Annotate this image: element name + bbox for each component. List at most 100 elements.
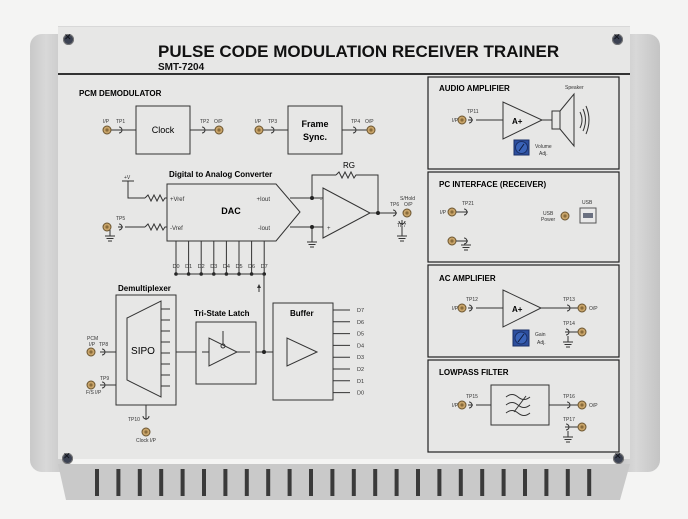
tp3-testpoint[interactable]	[269, 126, 276, 134]
ac-ground-socket[interactable]	[577, 327, 587, 337]
lpf-output-socket[interactable]	[577, 400, 587, 410]
label: Volume	[535, 144, 552, 150]
label: TP9	[100, 376, 109, 382]
frame-sync-label-2: Sync.	[303, 132, 327, 142]
tp5-input-socket[interactable]	[102, 222, 112, 232]
pc-ground-socket[interactable]	[447, 236, 457, 246]
tp12-testpoint[interactable]	[467, 304, 474, 312]
supply-label: +V	[124, 175, 131, 181]
label: Gain	[535, 332, 546, 338]
label: O/P	[404, 202, 413, 208]
tp16-testpoint[interactable]	[565, 401, 572, 409]
vent-slot	[565, 469, 570, 496]
model-number: SMT-7204	[158, 62, 205, 73]
screw-icon	[62, 451, 73, 464]
vent-slot	[116, 469, 121, 496]
latch-title: Tri-State Latch	[194, 309, 250, 318]
clock-block-label: Clock	[152, 125, 175, 135]
tp1-testpoint[interactable]	[117, 126, 124, 134]
tp14-testpoint[interactable]	[564, 328, 571, 336]
tp9-testpoint[interactable]	[100, 381, 107, 389]
vref-neg-label: -Vref	[170, 226, 183, 232]
audio-input-socket[interactable]	[457, 115, 467, 125]
label: O/P	[214, 119, 223, 125]
lpf-ground-socket[interactable]	[577, 422, 587, 432]
label: TP15	[466, 394, 478, 400]
opamp-minus: -	[320, 197, 322, 203]
vent-slot	[523, 469, 527, 496]
label: I/P	[440, 210, 447, 216]
frame-sync-input-socket[interactable]	[254, 125, 264, 135]
tp8-testpoint[interactable]	[100, 348, 107, 356]
vent-slot	[458, 469, 463, 496]
iout-pos-label: +Iout	[256, 197, 270, 203]
label: USB	[543, 211, 554, 217]
amp-label: A+	[512, 305, 523, 314]
demux-title: Demultiplexer	[118, 284, 171, 293]
tp17-testpoint[interactable]	[564, 423, 571, 431]
label: S/Hold	[400, 196, 415, 202]
dac-pin-label: D4	[223, 264, 230, 270]
screw-icon	[63, 32, 74, 45]
buffer-output-label: D7	[357, 308, 364, 314]
tp4-testpoint[interactable]	[351, 126, 358, 134]
tp2-testpoint[interactable]	[200, 126, 207, 134]
tp11-testpoint[interactable]	[467, 116, 474, 124]
section-title-audio-amplifier: AUDIO AMPLIFIER	[439, 84, 510, 93]
speaker-label: Speaker	[565, 85, 584, 91]
label: I/P	[89, 342, 96, 348]
front-panel	[58, 26, 630, 459]
ground-icon	[104, 235, 116, 242]
vent-slot	[416, 469, 420, 496]
vent-slot	[266, 469, 271, 496]
label: I/P	[452, 118, 459, 124]
dac-pin-label: D0	[172, 264, 179, 270]
dac-pin-label: D2	[198, 264, 205, 270]
buffer-output-label: D5	[357, 332, 364, 338]
section-title-pc-interface: PC INTERFACE (RECEIVER)	[439, 180, 546, 189]
label: USB	[582, 200, 593, 206]
ac-output-socket[interactable]	[577, 303, 587, 313]
vent-slot	[480, 469, 485, 496]
label: TP6	[390, 202, 399, 208]
tp5-testpoint[interactable]	[117, 223, 124, 231]
iout-neg-label: -Iout	[258, 226, 270, 232]
vent-slot	[223, 469, 228, 496]
ventilation-grille	[58, 464, 630, 500]
fs-input-socket[interactable]	[86, 380, 96, 390]
ac-input-socket[interactable]	[457, 303, 467, 313]
label: TP1	[116, 119, 125, 125]
pc-input-socket[interactable]	[447, 207, 457, 217]
label: TP11	[467, 109, 479, 115]
buffer-output-label: D6	[357, 320, 364, 326]
frame-sync-output-socket[interactable]	[366, 125, 376, 135]
opamp-plus: +	[327, 226, 331, 232]
buffer-output-label: D2	[357, 367, 364, 373]
buffer-output-label: D3	[357, 355, 364, 361]
label: O/P	[365, 119, 374, 125]
buffer-output-label: D0	[357, 391, 364, 397]
pcm-input-socket[interactable]	[86, 347, 96, 357]
clock-output-socket[interactable]	[214, 125, 224, 135]
tp10-testpoint[interactable]	[142, 414, 150, 421]
clock-input-socket[interactable]	[141, 427, 151, 437]
lpf-input-socket[interactable]	[457, 400, 467, 410]
tp13-testpoint[interactable]	[565, 304, 572, 312]
dac-label: DAC	[221, 206, 241, 216]
label: Adj.	[537, 340, 546, 346]
vent-slot	[244, 469, 249, 496]
tp15-testpoint[interactable]	[467, 401, 474, 409]
dac-pin-label: D6	[248, 264, 255, 270]
tp21-testpoint[interactable]	[462, 208, 469, 216]
sample-hold-output-socket[interactable]	[402, 208, 412, 218]
label: TP2	[200, 119, 209, 125]
tp6-testpoint[interactable]	[391, 209, 398, 217]
vref-pos-label: +Vref	[170, 197, 185, 203]
label: Power	[541, 217, 556, 223]
label: I/P	[452, 403, 459, 409]
ground-testpoint[interactable]	[462, 237, 469, 245]
clock-input-socket[interactable]	[102, 125, 112, 135]
label: I/P	[255, 119, 262, 125]
label: TP5	[116, 216, 125, 222]
label: O/P	[589, 306, 598, 312]
